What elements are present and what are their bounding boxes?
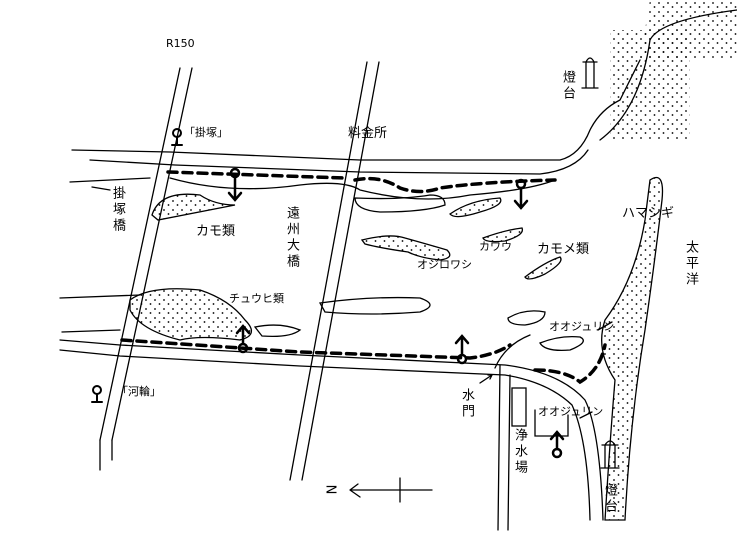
north-river-edge [169, 177, 556, 200]
observation-point-icon [513, 178, 529, 210]
kakezuka-bridge-label: 掛塚橋 [110, 186, 125, 234]
water-plant-label: 浄水場 [512, 428, 527, 476]
white-tailed-eagle-label: オジロワシ [417, 258, 472, 271]
leader-line [597, 321, 613, 331]
lighthouse-icon [600, 440, 620, 469]
north-arrow-icon [349, 477, 433, 503]
bus-stop-kawawa-label: 「河輪」 [117, 385, 161, 398]
sluice-gate-label: 水門 [459, 388, 474, 420]
reed-bunting-label: オオジュリン [549, 320, 615, 333]
observation-point-icon [549, 430, 565, 459]
harriers-label: チュウヒ類 [229, 292, 284, 305]
water-plant-site [534, 409, 569, 437]
observation-point-icon [235, 324, 251, 354]
walking-route [120, 170, 607, 385]
lighthouse-icon [581, 57, 599, 89]
leader-line [91, 186, 111, 191]
bus-stop-icon [171, 128, 183, 146]
road-enshu-bridge [289, 61, 380, 481]
leader-line [579, 411, 593, 419]
sea-dots [610, 30, 690, 140]
bus-stop-icon [91, 385, 103, 403]
leader-line [479, 374, 494, 384]
gulls-label: カモメ類 [537, 242, 590, 257]
route-label: R150 [166, 37, 195, 50]
north-bank-road [69, 59, 641, 183]
observation-point-icon [454, 334, 470, 365]
ducks-label: カモ類 [196, 224, 236, 239]
reed-bunting-label: オオジュリン [538, 405, 604, 418]
pacific-ocean-label: 太平洋 [683, 240, 698, 288]
dunlin-label: ハマシギ [622, 206, 675, 221]
lighthouse-label-bottom: 燈台 [602, 483, 617, 515]
bus-stop-kakezuka-label: 「掛塚」 [184, 126, 228, 139]
south-bank-road [59, 294, 604, 531]
lighthouse-label-top: 燈台 [560, 70, 575, 102]
sand-spit [601, 176, 664, 521]
sandbars [129, 193, 584, 351]
enshu-bridge-label: 遠州大橋 [284, 206, 299, 270]
toll-gate-label: 料金所 [348, 126, 388, 141]
water-plant-building [511, 387, 527, 427]
north-label: N [322, 484, 338, 495]
observation-point-icon [227, 167, 243, 202]
cormorant-label: カワウ [479, 240, 512, 253]
